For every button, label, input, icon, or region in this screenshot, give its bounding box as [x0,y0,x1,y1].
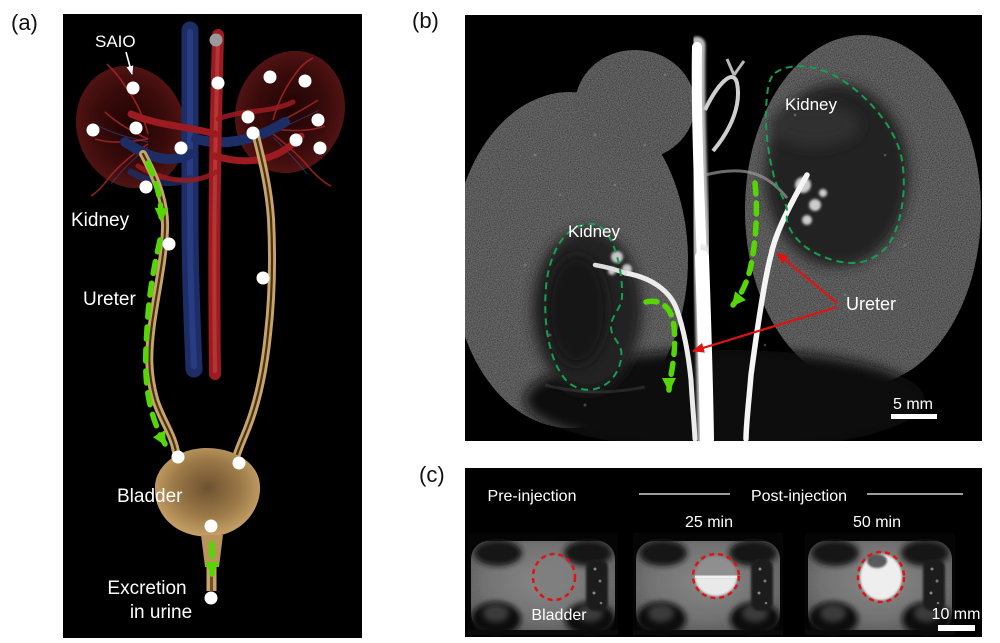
saio-dot [139,180,153,194]
bladder-dark-spot [867,554,887,568]
saio-dot [298,74,312,88]
saio-label: SAIO [95,32,136,51]
saio-dot [174,141,188,155]
panel-c-svg: Pre-injection Post-injection 25 min 50 m… [465,468,982,637]
kidney-outlines [544,65,905,391]
bladder-outline-50min [856,550,906,604]
saio-dot [311,113,325,127]
urethra-lumen [210,567,213,591]
kidney-right-label: Kidney [785,95,837,114]
saio-particles [86,33,327,605]
mri-image-pre [468,533,618,636]
flow-arrows-b [643,180,760,393]
mri-kidney-left [532,228,642,392]
saio-dot [246,126,260,140]
mri-image-25min [633,533,783,636]
saio-dot [232,456,246,470]
scale-bar-label-b: 5 mm [893,396,933,413]
excretion-label-line2: in urine [130,602,192,623]
flow-arrow-left-ureter [643,298,678,393]
saio-dot [171,450,185,464]
bladder-label-c: Bladder [531,607,587,624]
excretion-label-line1: Excretion [107,578,186,599]
saio-dot [211,76,225,90]
flow-arrow-ureter [142,237,168,447]
flow-arrow-kidney [145,160,169,223]
ureter-label-b: Ureter [846,294,896,314]
saio-dot [263,70,277,84]
panel-c-letter: (c) [419,462,445,487]
mri-speckles [523,73,907,407]
timepoint-25min: 25 min [685,514,733,531]
flow-arrow-right-ureter [730,180,760,308]
saio-dot [241,110,255,124]
scale-bar-label-c: 10 mm [932,606,981,623]
saio-dot [126,81,140,95]
saio-dot [204,591,218,605]
ureter-arrow-upper [776,252,838,304]
panel-a-illustration: SAIO Kidney Ureter Bladder Excretion in … [63,14,362,638]
kidney-right-outline [764,65,905,265]
panel-b-letter: (b) [412,8,439,33]
scale-bar-c [938,625,975,631]
panel-c-mri-series: Pre-injection Post-injection 25 min 50 m… [465,468,982,637]
kidney-label: Kidney [71,210,130,231]
post-injection-header: Post-injection [751,488,847,505]
scale-bar-b [891,414,937,419]
saio-dot [204,519,218,533]
bladder-region-pre [535,555,573,599]
saio-pointer-arrow [125,51,134,75]
saio-dot [289,133,303,147]
bladder-fluid-25min [695,577,737,596]
bladder-outline-pre [531,552,577,602]
vena-cava [181,21,203,378]
pre-injection-header: Pre-injection [488,488,577,505]
timepoint-50min: 50 min [853,514,901,531]
mri-vessel-branches [544,58,789,394]
ureter-right-tube [231,128,276,465]
saio-dot [162,237,176,251]
panel-b-svg: Kidney Kidney Ureter 5 mm [452,15,982,452]
mri-image-50min [805,533,955,636]
kidney-left-outline [544,222,624,391]
fluid-level-line [695,575,737,578]
mri-kidney-right [765,83,909,267]
saio-dot [86,123,100,137]
kidney-left-label: Kidney [568,222,620,241]
mri-pelvis-left [592,262,628,276]
mri-ureter-left [622,270,698,442]
flow-path-arrows [142,160,219,577]
bladder-shape [154,448,261,537]
saio-dot [256,271,270,285]
mri-aorta [688,36,718,452]
saio-dot-gray [209,33,223,47]
saio-dot [313,141,327,155]
bladder-outline-25min [691,552,741,600]
mri-ureter-right [743,172,810,442]
ureter-annotation-arrows [692,252,838,353]
bladder-label: Bladder [117,486,183,507]
ureter-label: Ureter [83,289,136,310]
ureter-left-tube [139,150,180,456]
panel-a-letter: (a) [11,10,38,35]
panel-b-mri: Kidney Kidney Ureter 5 mm [452,15,982,452]
ureter-arrow-lower [692,305,838,353]
saio-dot [129,121,143,135]
panel-a-svg: SAIO Kidney Ureter Bladder Excretion in … [63,14,362,638]
